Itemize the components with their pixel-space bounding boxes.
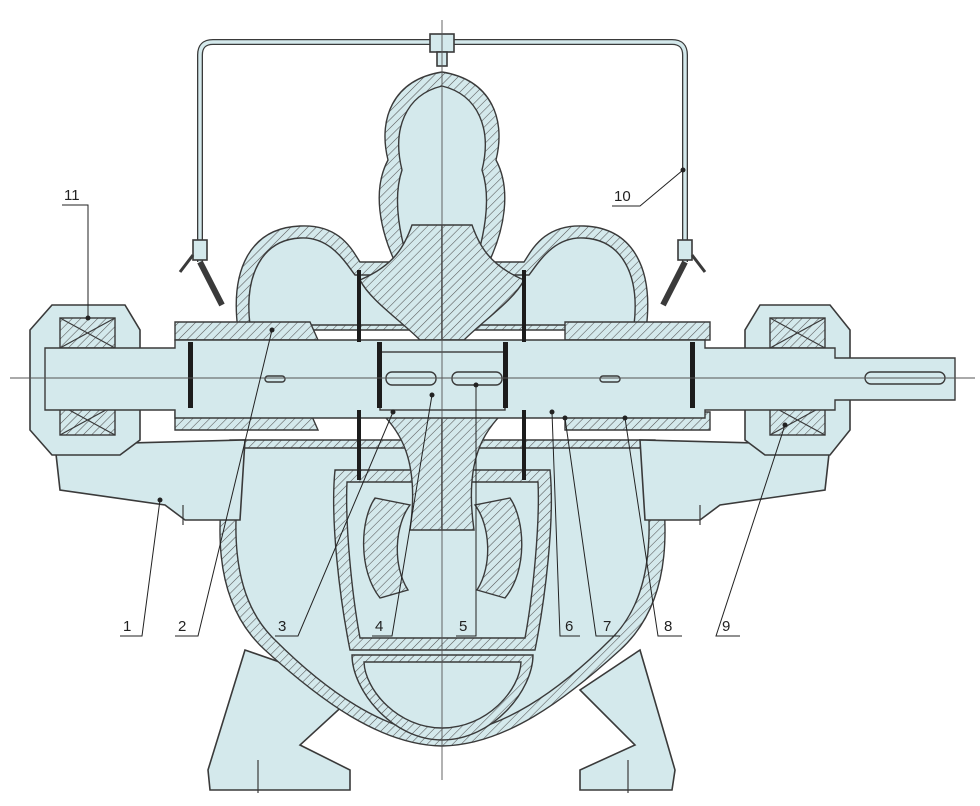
shaft (44, 339, 956, 419)
label-11: 11 (64, 187, 80, 204)
label-3: 3 (278, 618, 286, 635)
leader-lines (62, 167, 788, 637)
label-6: 6 (565, 618, 573, 635)
shaft-sleeve-rings (188, 270, 695, 480)
label-10: 10 (614, 188, 631, 205)
part-labels: 1 2 3 4 5 6 7 8 9 10 11 (64, 187, 730, 635)
impeller (376, 409, 508, 531)
label-8: 8 (664, 618, 672, 635)
label-2: 2 (178, 618, 186, 635)
label-9: 9 (722, 618, 730, 635)
label-5: 5 (459, 618, 467, 635)
label-7: 7 (603, 618, 611, 635)
label-4: 4 (375, 618, 383, 635)
balance-pipe (178, 33, 707, 307)
bearing-brackets (54, 439, 831, 525)
label-1: 1 (123, 618, 131, 635)
centerlines (10, 20, 975, 780)
lower-casing (219, 439, 666, 747)
